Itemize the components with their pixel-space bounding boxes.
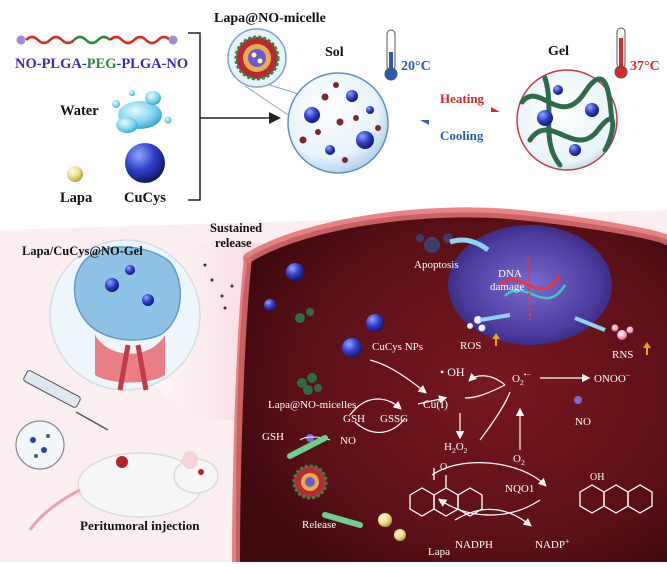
lapa-label: Lapa: [60, 190, 93, 206]
dna-label-1: DNA: [498, 268, 522, 280]
mouse-icon: [28, 451, 219, 531]
micelles-label: Lapa@NO-micelles: [268, 399, 356, 411]
hydroquinone-structure: [579, 484, 653, 514]
sustained-label-2: release: [215, 236, 252, 250]
syringe-icon: [23, 370, 109, 431]
onoo-label: ONOO−: [594, 371, 631, 385]
gel-label: Gel: [548, 44, 569, 59]
water-label: Water: [60, 103, 99, 119]
dna-label-2: damage: [490, 281, 524, 293]
lapa-label-cell: Lapa: [428, 546, 450, 558]
gsh-label-2: GSH: [262, 431, 284, 443]
released-particles: [203, 263, 314, 323]
gel-network: [519, 75, 616, 168]
ros-label: ROS: [460, 340, 481, 352]
combine-bracket: [188, 32, 278, 201]
sol-contents: [299, 82, 381, 163]
temp-cold-label: 20°C: [401, 59, 431, 74]
cucys-label: CuCys: [124, 190, 166, 206]
nadph-label: NADPH: [455, 539, 493, 551]
sustained-label-1: Sustained: [210, 221, 262, 235]
sol-label: Sol: [325, 45, 344, 60]
micelles-icon: [297, 373, 322, 395]
h2o2-label: H2O2: [444, 441, 468, 455]
apoptosis-arrow: [449, 237, 490, 253]
nadp-label: NADP+: [535, 537, 570, 551]
water-drop-icon: [112, 90, 172, 133]
cu1-label: Cu(I): [423, 399, 448, 411]
release-label: Release: [302, 519, 336, 531]
gel-device-label: Lapa/CuCys@NO-Gel: [22, 244, 143, 258]
thermometer-cold-icon: [384, 29, 398, 81]
syringe-zoom: [15, 420, 65, 470]
gssg-label: GSSG: [380, 413, 408, 425]
heating-label: Heating: [440, 91, 485, 106]
polymer-chain-icon: [16, 35, 178, 45]
cucys-ball-icon: [125, 143, 165, 183]
apoptosis-label: Apoptosis: [414, 259, 459, 271]
ketone-o-label: O: [440, 462, 447, 473]
gsh-label-1: GSH: [343, 413, 365, 425]
micelle-title: Lapa@NO-micelle: [214, 11, 326, 26]
hydroxyl-label: OH: [590, 472, 604, 483]
lapachone-structure: [409, 468, 483, 517]
o2-label: O2: [513, 453, 525, 467]
rns-label: RNS: [612, 349, 633, 361]
polymer-label: NO-PLGA-PEG-PLGA-NO: [15, 56, 188, 72]
cucys-nps-label: CuCys NPs: [372, 341, 423, 353]
no-label-2: NO: [575, 416, 591, 428]
gel-bubble: [516, 69, 618, 171]
micelle-zoom-icon: [227, 28, 319, 124]
temp-hot-label: 37°C: [630, 59, 660, 74]
no-label-1: NO: [340, 435, 356, 447]
reaction-arrows: [349, 359, 547, 527]
superoxide-label: O2•−: [512, 370, 531, 387]
nqo1-label: NQO1: [505, 483, 534, 495]
oh-radical-label: • OH: [440, 365, 465, 379]
cooling-label: Cooling: [440, 128, 484, 143]
lapa-ball-icon: [67, 166, 83, 182]
injection-label: Peritumoral injection: [80, 518, 200, 533]
thermometer-hot-icon: [614, 27, 628, 79]
micelle-in-cell-icon: [292, 464, 328, 500]
